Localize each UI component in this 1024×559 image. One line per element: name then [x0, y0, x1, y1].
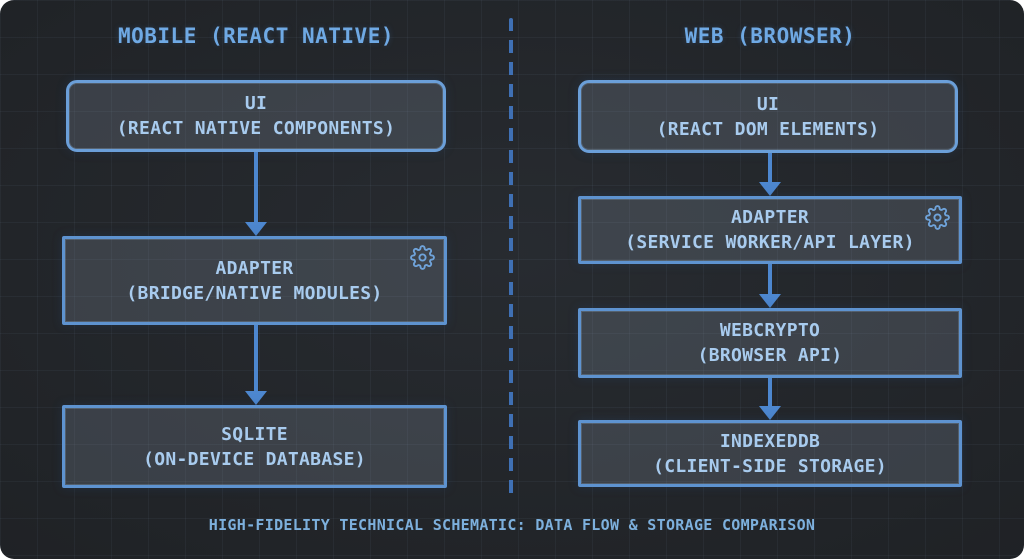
column-header-mobile: MOBILE (REACT NATIVE): [117, 24, 394, 48]
arrow-mobile-adapter-to-sqlite: [245, 325, 267, 405]
column-header-web: WEB (BROWSER): [684, 24, 856, 48]
arrow-head: [245, 391, 267, 405]
arrow-shaft: [254, 325, 258, 391]
arrow-head: [759, 406, 781, 420]
gear-icon: [410, 245, 435, 270]
node-mobile-sqlite: SQLITE (ON-DEVICE DATABASE): [62, 405, 447, 488]
arrow-mobile-ui-to-adapter: [245, 152, 267, 236]
arrow-head: [759, 294, 781, 308]
node-title: UI: [244, 93, 268, 114]
arrow-web-ui-to-adapter: [759, 153, 781, 196]
node-title: ADAPTER: [215, 257, 294, 279]
node-mobile-adapter: ADAPTER (BRIDGE/NATIVE MODULES): [62, 236, 447, 325]
node-subtitle: (BROWSER API): [697, 345, 843, 366]
node-web-ui: UI (REACT DOM ELEMENTS): [578, 80, 958, 153]
arrow-shaft: [768, 153, 772, 182]
node-web-adapter: ADAPTER (SERVICE WORKER/API LAYER): [578, 196, 962, 264]
gear-icon: [925, 205, 950, 230]
node-web-indexeddb: INDEXEDDB (CLIENT-SIDE STORAGE): [578, 420, 962, 487]
node-title: INDEXEDDB: [719, 430, 821, 452]
column-divider: [509, 18, 513, 495]
node-subtitle: (ON-DEVICE DATABASE): [143, 448, 366, 470]
arrow-head: [759, 182, 781, 196]
node-title: ADAPTER: [731, 207, 809, 228]
node-subtitle: (REACT DOM ELEMENTS): [656, 118, 880, 140]
node-web-webcrypto: WEBCRYPTO (BROWSER API): [578, 308, 962, 378]
node-mobile-ui: UI (REACT NATIVE COMPONENTS): [66, 80, 446, 152]
schematic-caption: HIGH-FIDELITY TECHNICAL SCHEMATIC: DATA …: [208, 516, 816, 534]
node-subtitle: (BRIDGE/NATIVE MODULES): [126, 282, 383, 304]
node-subtitle: (SERVICE WORKER/API LAYER): [625, 232, 915, 253]
arrow-web-adapter-to-webcrypto: [759, 264, 781, 308]
arrow-web-webcrypto-to-indexeddb: [759, 378, 781, 420]
arrow-shaft: [768, 264, 772, 294]
arrow-shaft: [768, 378, 772, 406]
node-title: UI: [756, 93, 780, 115]
node-title: SQLITE: [221, 423, 288, 445]
arrow-head: [245, 222, 267, 236]
node-subtitle: (CLIENT-SIDE STORAGE): [653, 455, 887, 477]
node-subtitle: (REACT NATIVE COMPONENTS): [116, 118, 396, 139]
arrow-shaft: [254, 152, 258, 222]
node-title: WEBCRYPTO: [719, 320, 821, 341]
